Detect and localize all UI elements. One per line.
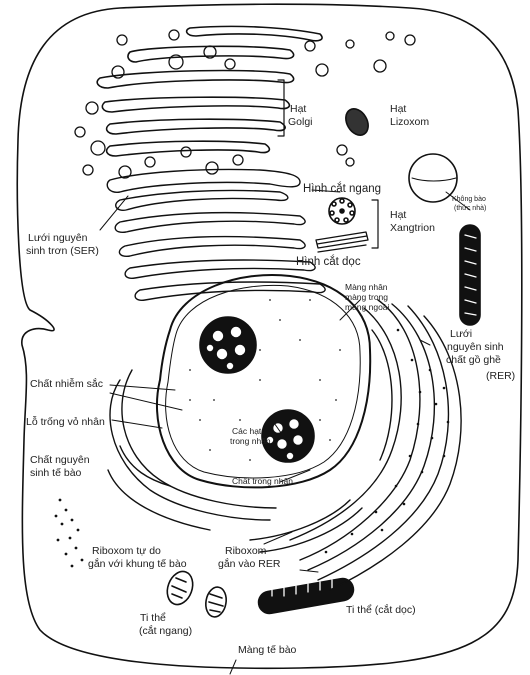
centriole-longitudinal (316, 232, 368, 252)
vacuole-label-line2: (thức nhà) (454, 205, 486, 213)
smooth-er (107, 169, 325, 300)
ser-label-line1: Lưới nguyên (28, 232, 87, 244)
cytoplasm-label-line1: Chất nguyên (30, 454, 90, 466)
mitochondrion-longitudinal (257, 577, 355, 615)
centriole-label-line1: Hạt (390, 209, 406, 221)
nuclear-granules-label-line2: trong nhân (230, 436, 271, 446)
nuclear-granules-label-line1: Các hạt (232, 426, 261, 436)
lysosome-label-line2: Lizoxom (390, 116, 429, 128)
rer-label-line1: Lưới (450, 328, 472, 340)
rer-ribosome-label-line1: Riboxom (225, 545, 266, 557)
mitochondrion-cross-1 (163, 568, 197, 608)
free-ribosome-label-line1: Riboxom tự do (92, 545, 161, 557)
golgi-label-line1: Hạt (290, 103, 306, 115)
ribosome-dots (55, 329, 450, 568)
centriole-bracket (372, 200, 378, 248)
nuclear-membrane-label-line1: Màng nhân (345, 282, 388, 292)
vacuole-label-line1: Không bào (452, 196, 486, 204)
free-ribosome-label-line2: gắn với khung tế bào (88, 558, 187, 570)
centriole-label-line2: Xangtrion (390, 222, 435, 234)
golgi-vesicles (75, 30, 415, 178)
lysosome (341, 105, 372, 139)
nucleolus-1 (200, 317, 256, 373)
rer-label-line4: (RER) (486, 370, 515, 382)
longitudinal-section-label: Hình cắt dọc (296, 256, 361, 269)
cross-section-label: Hình cắt ngang (303, 183, 381, 196)
rer-ribosome-label-line2: gắn vào RER (218, 558, 280, 570)
mitochondrion-upper-right (460, 225, 480, 325)
nucleoplasm-label: Chất trong nhân (232, 476, 293, 486)
cell-membrane-label: Màng tế bào (238, 644, 296, 656)
cytoplasm-label-line2: sinh tế bào (30, 467, 81, 479)
nuclear-membrane-label-line3: màng ngoài (345, 302, 389, 312)
golgi-label-line2: Golgi (288, 116, 313, 128)
ser-label-line2: sinh trơn (SER) (26, 245, 99, 257)
centriole-cross-section (329, 198, 355, 224)
nuclear-pore-label: Lỗ trống vỏ nhân (26, 416, 105, 428)
rer-label-line3: chất gồ ghề (446, 354, 501, 366)
chromatin-label: Chất nhiễm sắc (30, 378, 103, 390)
mito-longitudinal-label: Ti thể (cắt dọc) (346, 604, 416, 616)
mitochondrion-cross-2 (204, 585, 229, 618)
rer-label-line2: nguyên sinh (447, 341, 504, 353)
nuclear-membrane-label-line2: màng trong (345, 292, 388, 302)
mito-cross-label-line2: (cắt ngang) (139, 625, 192, 637)
lysosome-label-line1: Hạt (390, 103, 406, 115)
nucleus (157, 275, 370, 487)
mito-cross-label-line1: Ti thể (140, 612, 166, 624)
